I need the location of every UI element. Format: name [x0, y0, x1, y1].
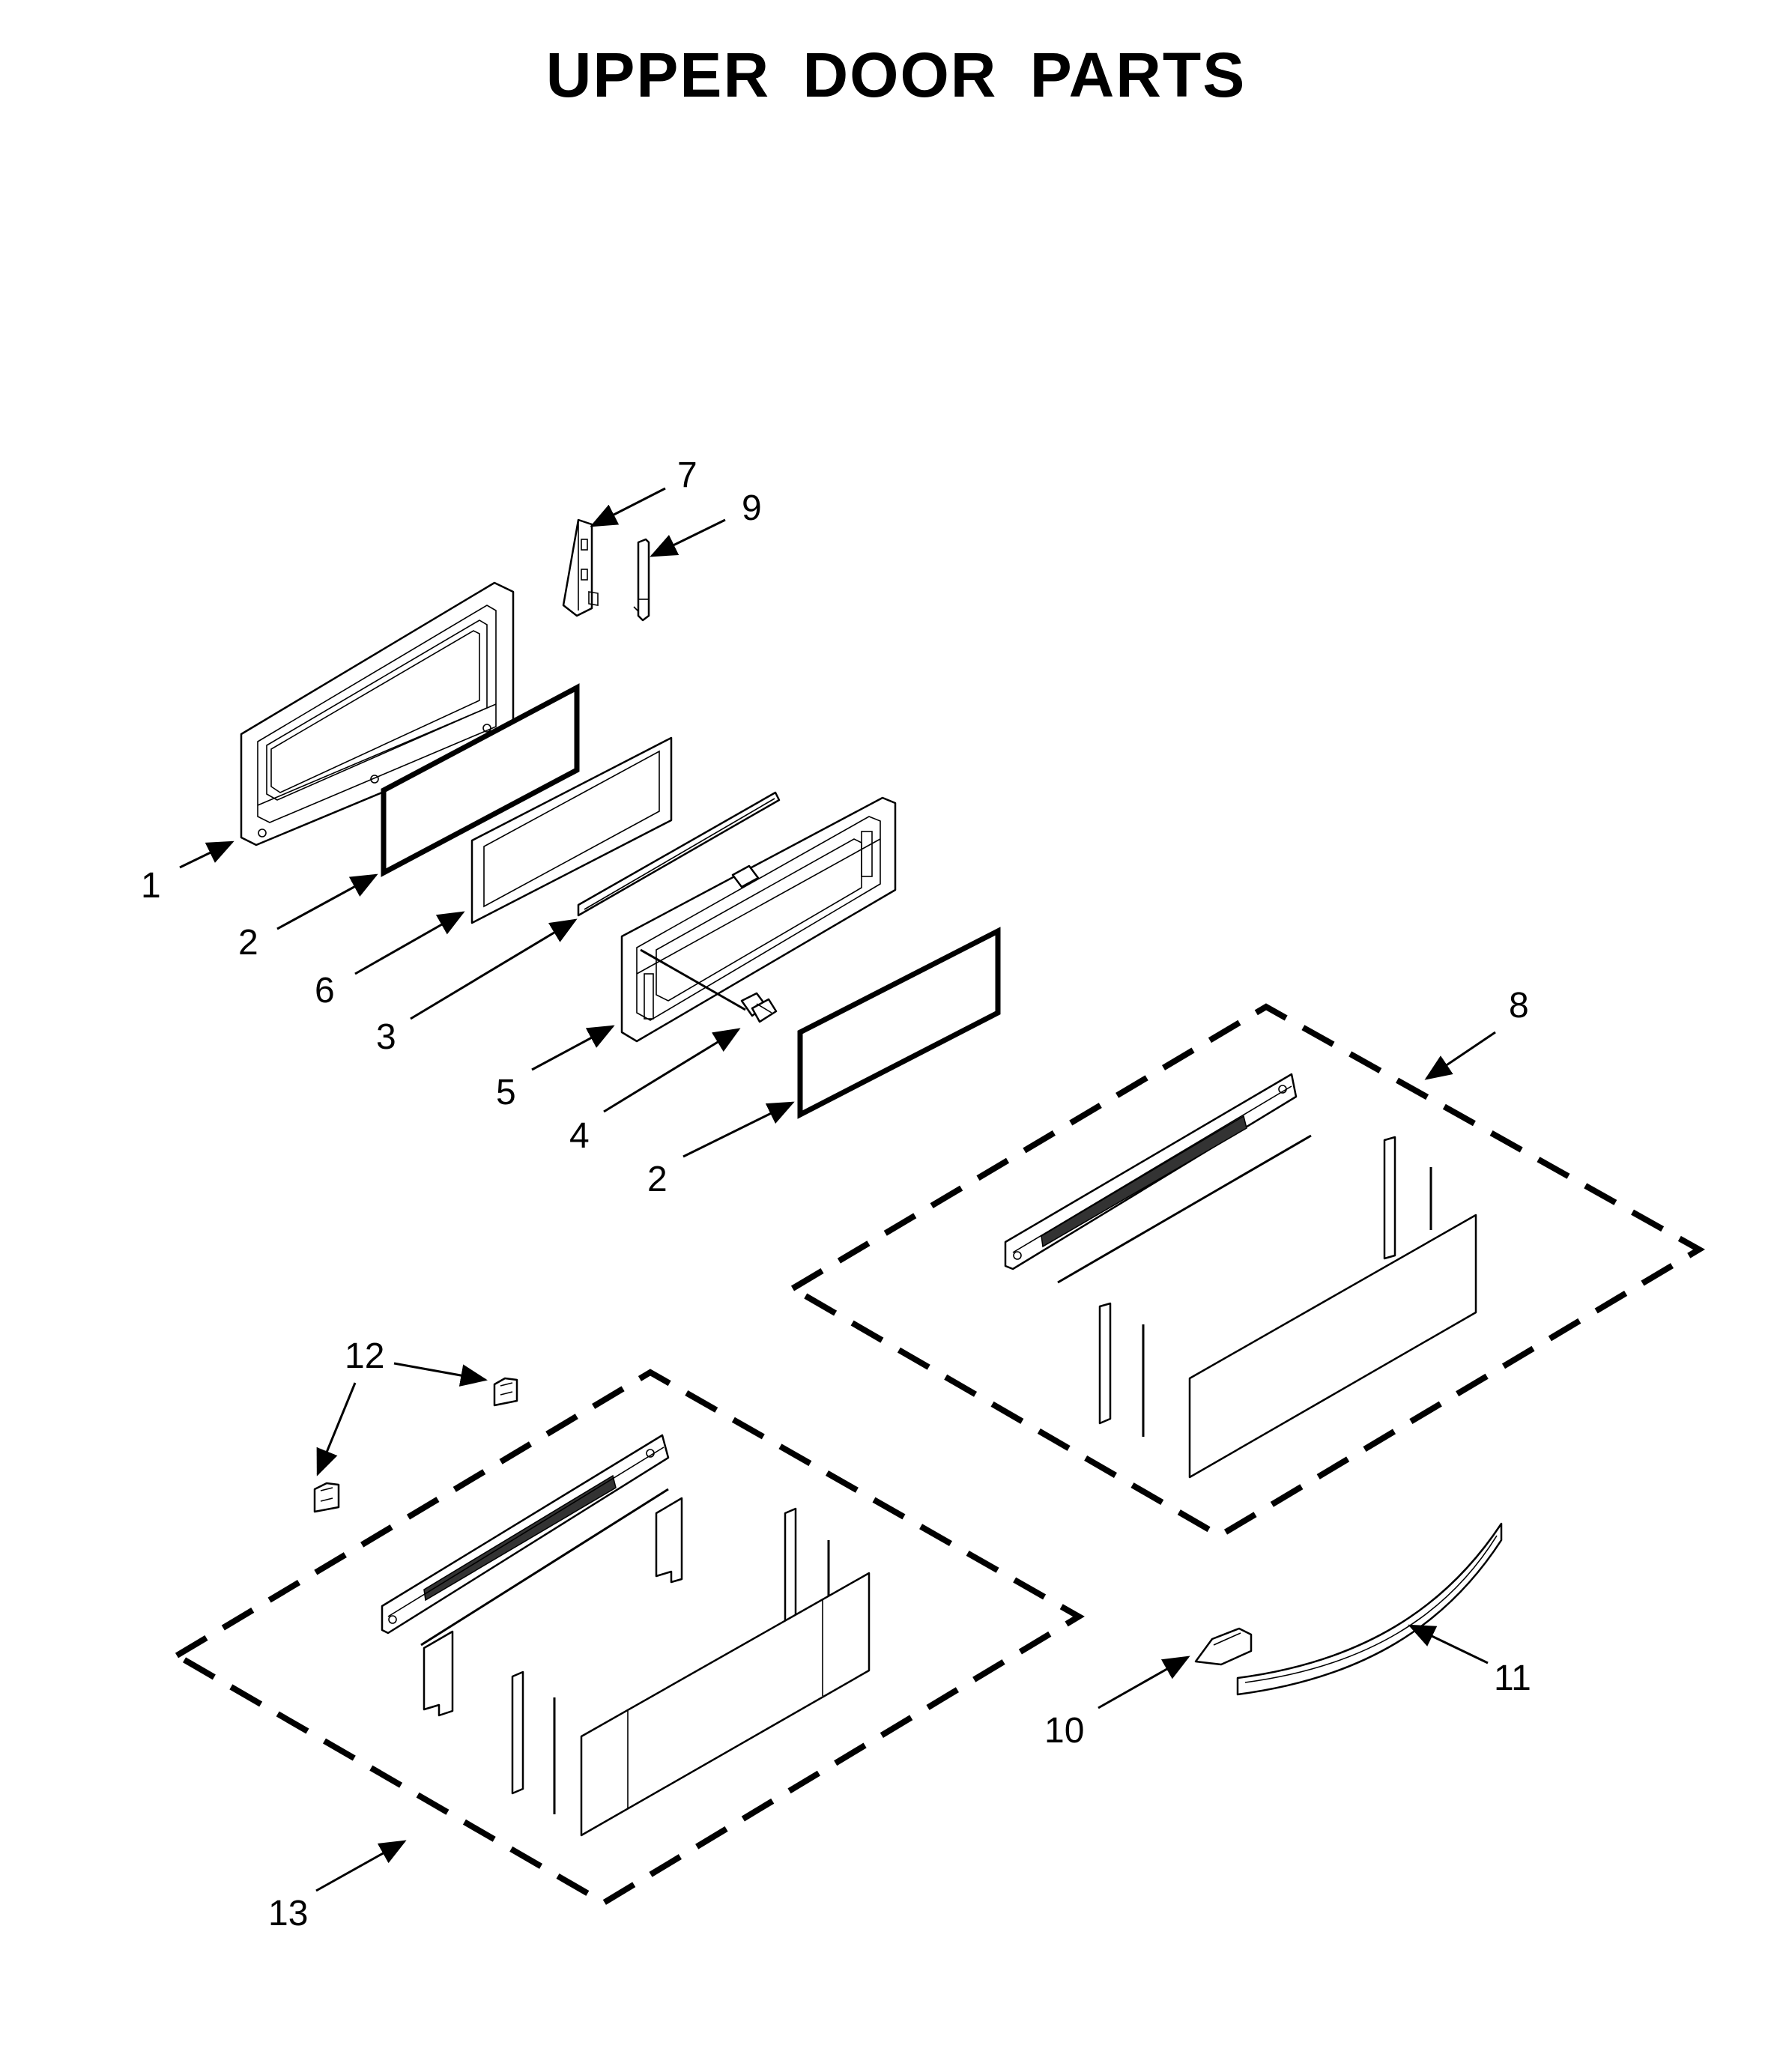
door-handle-part	[1236, 1522, 1503, 1696]
outer-door-frame-part	[620, 796, 897, 1043]
door-trim-kit-part	[787, 1003, 1705, 1539]
callout-5: 5	[496, 1073, 516, 1112]
callout-8: 8	[1509, 986, 1529, 1026]
callout-6: 6	[315, 971, 335, 1011]
leader-arrows	[179, 487, 1496, 1892]
callout-13: 13	[268, 1894, 308, 1933]
callout-12: 12	[345, 1336, 384, 1376]
callout-1: 1	[141, 866, 161, 906]
door-trim-kit-part	[171, 1369, 1085, 1906]
page-title: UPPER DOOR PARTS	[545, 40, 1247, 110]
callout-4: 4	[569, 1116, 590, 1156]
handle-end-cap-part	[1194, 1627, 1253, 1666]
door-glass-part	[797, 927, 1001, 1119]
callout-3: 3	[376, 1017, 396, 1057]
callout-9: 9	[742, 488, 762, 528]
door-hinge-bracket-part	[562, 518, 599, 617]
callout-2-lower: 2	[647, 1160, 668, 1199]
door-glass-part	[381, 683, 580, 877]
callout-2: 2	[238, 923, 258, 963]
door-screw-part	[640, 948, 778, 1023]
callout-10: 10	[1044, 1711, 1084, 1751]
inner-door-frame-part	[240, 581, 515, 846]
hinge-pin-part	[633, 538, 650, 622]
door-clip-part	[313, 1482, 340, 1513]
door-clip-part	[493, 1377, 518, 1407]
door-channel-strip-part	[577, 791, 781, 917]
callout-11: 11	[1494, 1658, 1531, 1698]
glass-gasket-part	[470, 736, 673, 924]
callout-7: 7	[677, 455, 697, 495]
